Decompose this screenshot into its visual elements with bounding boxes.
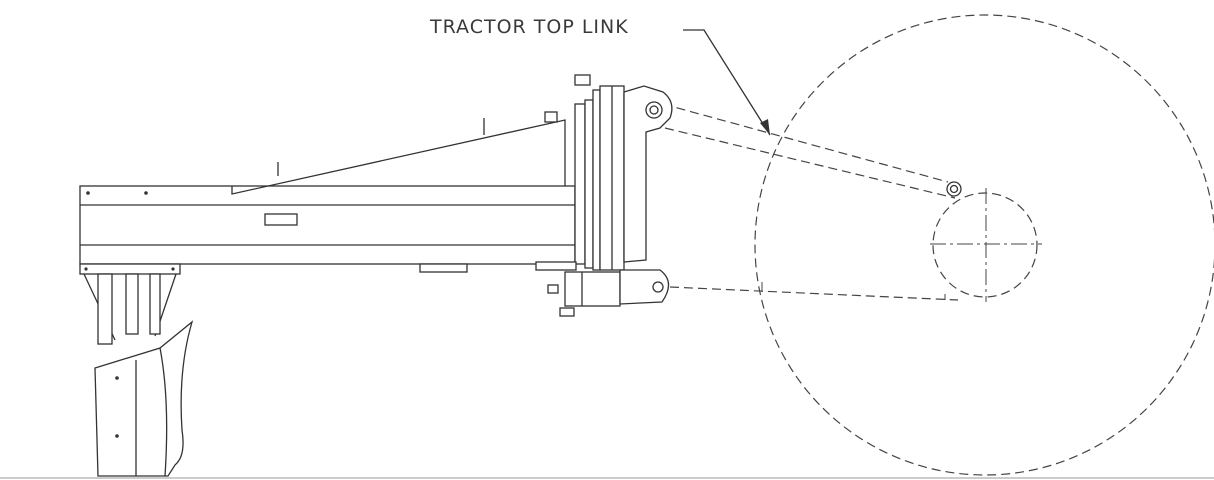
tractor-top-link-label: TRACTOR TOP LINK — [430, 16, 629, 38]
main-beam — [79, 185, 576, 273]
upper-gusset — [231, 111, 566, 195]
shank-mount — [79, 263, 181, 345]
callout-leader — [683, 29, 771, 136]
wheel-hub-circle — [930, 188, 1042, 302]
mounting-frame — [535, 74, 625, 271]
lower-link-phantom — [669, 282, 959, 301]
ripper-shank — [94, 320, 194, 477]
top-link-phantom — [662, 103, 962, 199]
lower-link-bracket — [547, 269, 670, 317]
top-link-bracket — [623, 85, 673, 263]
tractor-rear-wheel-outline — [754, 14, 1214, 476]
